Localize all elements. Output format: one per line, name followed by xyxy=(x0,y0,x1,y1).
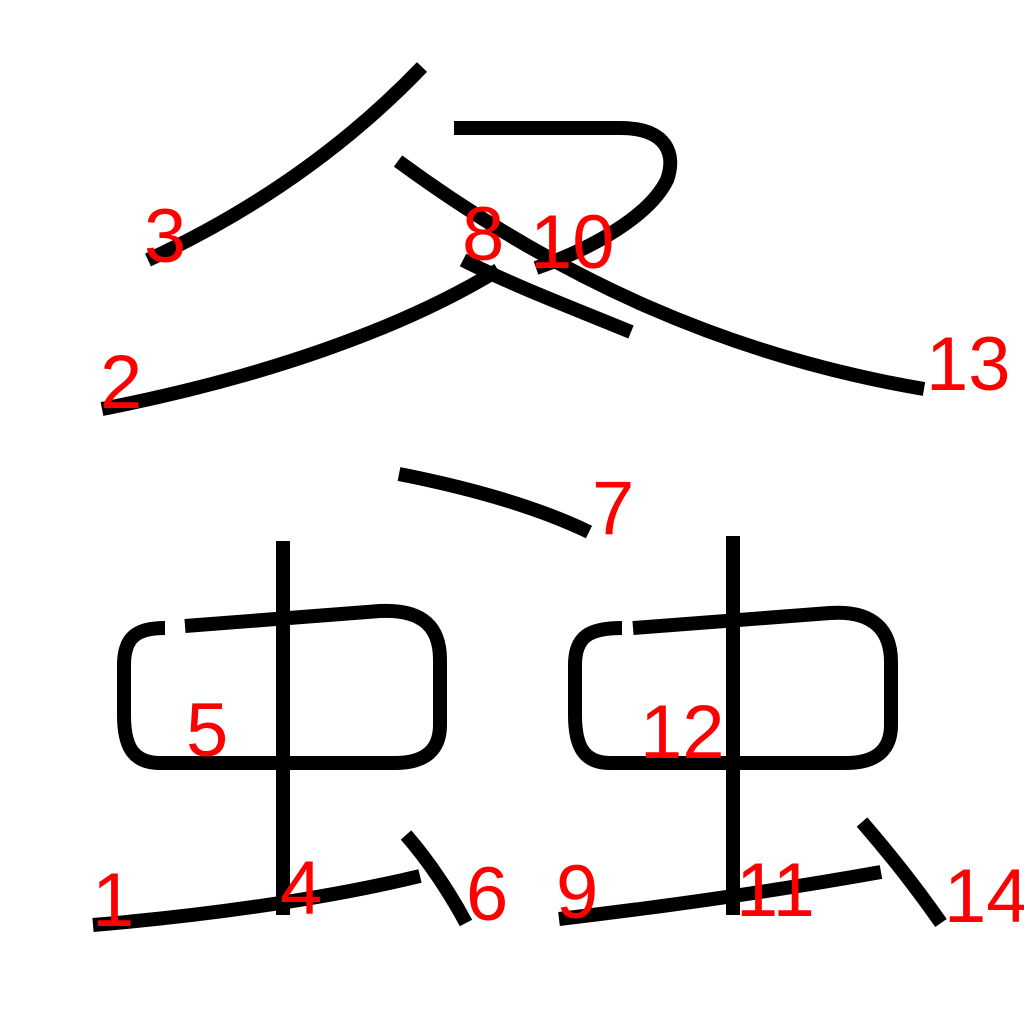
stroke-order-labels: 1 2 3 4 5 6 7 8 9 10 11 12 13 14 xyxy=(92,192,1024,943)
stroke-2 xyxy=(100,264,502,416)
stroke-label-2: 2 xyxy=(100,340,142,425)
stroke-9 xyxy=(558,865,883,926)
stroke-label-13: 13 xyxy=(926,322,1011,407)
stroke-label-7: 7 xyxy=(592,466,634,551)
stroke-5 xyxy=(117,603,447,770)
stroke-6 xyxy=(400,830,473,927)
stroke-label-5: 5 xyxy=(186,688,228,773)
stroke-label-9: 9 xyxy=(556,850,598,935)
stroke-label-10: 10 xyxy=(530,200,615,285)
stroke-12 xyxy=(568,605,898,770)
stroke-label-8: 8 xyxy=(462,192,504,277)
stroke-label-6: 6 xyxy=(466,852,508,937)
stroke-label-1: 1 xyxy=(92,858,134,943)
stroke-label-3: 3 xyxy=(144,194,186,279)
stroke-7 xyxy=(397,467,593,539)
stroke-label-11: 11 xyxy=(736,848,815,933)
stroke-1 xyxy=(92,869,422,932)
stroke-14 xyxy=(856,817,947,928)
stroke-3 xyxy=(145,62,428,267)
stroke-label-12: 12 xyxy=(640,690,725,775)
stroke-8 xyxy=(459,253,634,339)
stroke-10 xyxy=(454,121,678,275)
character-strokes xyxy=(92,62,947,932)
stroke-label-4: 4 xyxy=(280,846,322,931)
stroke-13 xyxy=(393,155,926,396)
stroke-label-14: 14 xyxy=(944,854,1024,939)
